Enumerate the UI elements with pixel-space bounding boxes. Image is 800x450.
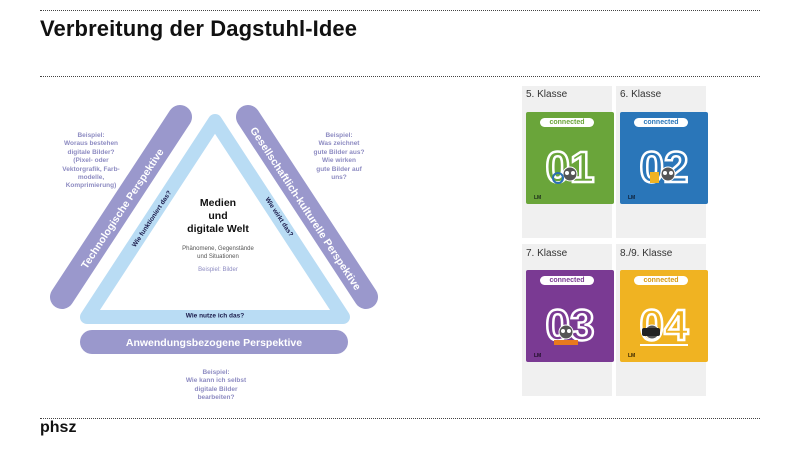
svg-text:LM: LM	[628, 353, 635, 359]
book-brand: connected	[634, 276, 688, 285]
note-right-line: gute Bilder auf	[316, 165, 362, 173]
grade-label: 8./9. Klasse	[620, 248, 673, 259]
note-right-line: uns?	[331, 174, 347, 182]
center-title-line-1: Medien	[200, 197, 236, 209]
note-left-line: Woraus bestehen	[63, 140, 119, 148]
note-right-line: Wie wirken	[322, 157, 356, 165]
left-perspective-bar	[50, 105, 192, 309]
book-brand: connected	[540, 118, 594, 127]
bottom-bar-label: Anwendungsbezogene Perspektive	[126, 337, 302, 349]
book-brand: connected	[540, 276, 594, 285]
center-title-line-2: und	[208, 210, 227, 222]
note-bottom-line: bearbeiten?	[197, 394, 235, 402]
note-left-line: Beispiel:	[77, 132, 105, 139]
slide-title: Verbreitung der Dagstuhl-Idee	[40, 16, 358, 41]
note-left-line: modelle,	[77, 174, 105, 182]
grade-label: 7. Klasse	[526, 248, 568, 259]
book-cover-04[interactable]: connected 04 LM	[620, 270, 708, 362]
robot-mascot-icon: 03 LM	[534, 300, 596, 359]
book-cover-01[interactable]: connected 01 LM	[526, 112, 614, 204]
note-bottom-line: Wie kann ich selbst	[185, 377, 247, 385]
book-brand: connected	[634, 118, 688, 127]
grade-label: 6. Klasse	[620, 89, 662, 100]
note-right-line: Beispiel:	[325, 132, 353, 139]
grade-label: 5. Klasse	[526, 89, 568, 100]
robot-mascot-icon: 02 LM	[628, 142, 690, 201]
inner-bottom-label: Wie nutze ich das?	[186, 313, 244, 320]
dagstuhl-triangle-diagram: Technologische Perspektive Gesellschaftl…	[50, 105, 378, 354]
note-bottom: Beispiel: Wie kann ich selbst digitale B…	[168, 369, 264, 403]
footer-logo: phsz	[40, 419, 77, 436]
top-rule	[40, 10, 760, 11]
svg-text:LM: LM	[534, 353, 541, 359]
robot-mascot-icon: 01 LM	[534, 142, 596, 201]
center-subtitle-line-2: und Situationen	[197, 254, 239, 260]
note-left-line: digitale Bilder?	[67, 148, 115, 156]
center-subtitle-line-1: Phänomene, Gegenstände	[182, 246, 254, 252]
note-bottom-line: digitale Bilder	[194, 385, 238, 393]
note-bottom-line: Beispiel:	[202, 369, 230, 376]
note-left: Beispiel: Woraus bestehen digitale Bilde…	[56, 132, 126, 191]
inner-triangle	[80, 114, 350, 324]
note-left-line: Komprimierung)	[65, 182, 117, 190]
footer-rule	[40, 418, 760, 419]
svg-text:LM: LM	[628, 195, 635, 201]
note-left-line: (Pixel- oder	[73, 157, 109, 165]
book-cover-02[interactable]: connected 02 LM	[620, 112, 708, 204]
note-right: Beispiel: Was zeichnet gute Bilder aus? …	[303, 132, 375, 182]
book-cover-03[interactable]: connected 03 LM	[526, 270, 614, 362]
note-right-line: Was zeichnet	[318, 140, 360, 148]
svg-text:LM: LM	[534, 195, 541, 201]
note-left-line: Vektorgrafik, Farb-	[62, 165, 120, 173]
book-number: 04	[640, 301, 689, 350]
center-example: Beispiel: Bilder	[198, 267, 238, 273]
right-perspective-bar	[236, 105, 378, 309]
robot-mascot-icon: 04 LM	[628, 300, 690, 359]
title-underline-rule	[40, 76, 760, 77]
book-number: 02	[640, 143, 689, 192]
note-right-line: gute Bilder aus?	[313, 148, 365, 156]
center-title-line-3: digitale Welt	[187, 223, 249, 235]
